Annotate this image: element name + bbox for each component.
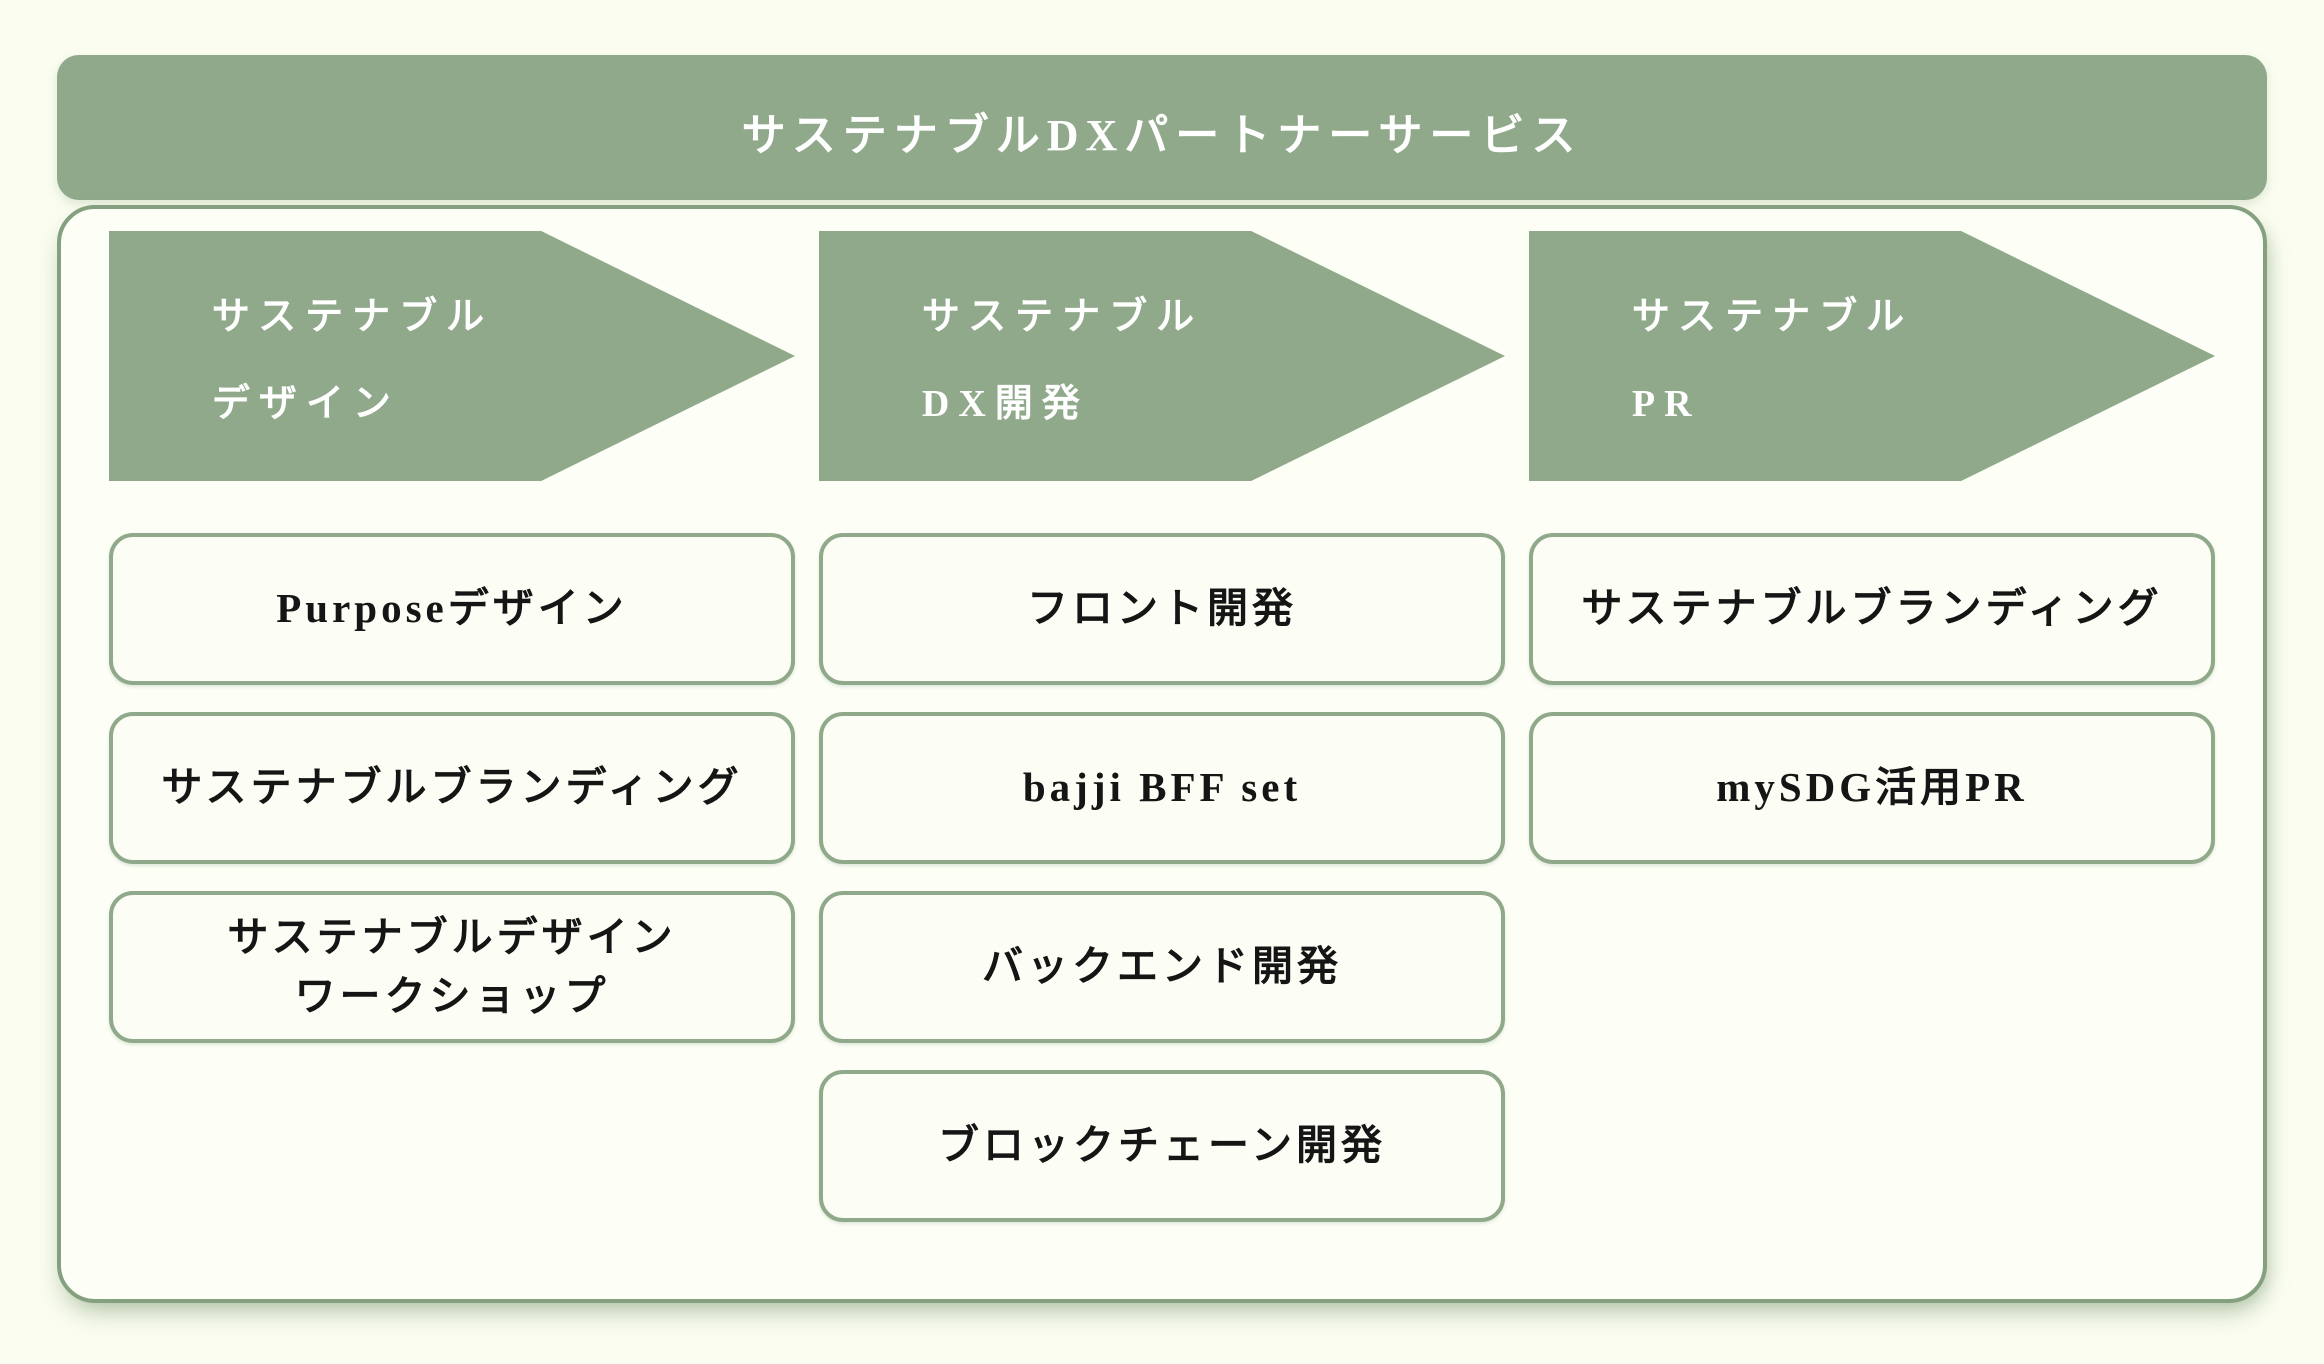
column-sustainable-dx-dev: サステナブル DX開発 フロント開発 bajji BFF set バックエンド開… bbox=[819, 231, 1505, 1249]
arrow-label-line: サステナブル bbox=[211, 295, 494, 338]
service-box-label: mySDG活用PR bbox=[1716, 764, 2028, 811]
column-sustainable-pr: サステナブル PR サステナブルブランディング mySDG活用PR bbox=[1529, 231, 2215, 1249]
arrow-label-line: PR bbox=[1631, 383, 1701, 425]
arrow-label-line: サステナブル bbox=[1631, 295, 1914, 338]
service-box-front-dev: フロント開発 bbox=[819, 533, 1505, 685]
service-box-blockchain-dev: ブロックチェーン開発 bbox=[819, 1070, 1505, 1222]
service-box-label: bajji BFF set bbox=[1022, 764, 1302, 811]
main-panel: サステナブル デザイン Purposeデザイン サステナブルブランディング サス… bbox=[57, 205, 2267, 1303]
arrow-label-line: サステナブル bbox=[921, 295, 1204, 338]
service-box-label: バックエンド開発 bbox=[982, 943, 1342, 990]
service-box-sustainable-branding: サステナブルブランディング bbox=[109, 712, 795, 864]
arrow-sustainable-pr: サステナブル PR bbox=[1529, 231, 2215, 481]
page-title: サステナブルDXパートナーサービス bbox=[741, 110, 1583, 160]
arrow-label: サステナブル DX開発 bbox=[819, 264, 1203, 449]
service-box-purpose-design: Purposeデザイン bbox=[109, 533, 795, 685]
header-banner: サステナブルDXパートナーサービス bbox=[57, 55, 2267, 200]
arrow-sustainable-design: サステナブル デザイン bbox=[109, 231, 795, 481]
service-box-label: ブロックチェーン開発 bbox=[938, 1122, 1386, 1169]
service-box-backend-dev: バックエンド開発 bbox=[819, 891, 1505, 1043]
arrow-label: サステナブル PR bbox=[1529, 264, 1913, 449]
arrow-sustainable-dx-dev: サステナブル DX開発 bbox=[819, 231, 1505, 481]
service-box-label: フロント開発 bbox=[1027, 585, 1297, 632]
service-box-sustainable-branding-pr: サステナブルブランディング bbox=[1529, 533, 2215, 685]
column-sustainable-design: サステナブル デザイン Purposeデザイン サステナブルブランディング サス… bbox=[109, 231, 795, 1249]
arrow-label: サステナブル デザイン bbox=[109, 264, 493, 449]
service-box-mysdg-pr: mySDG活用PR bbox=[1529, 712, 2215, 864]
service-columns: サステナブル デザイン Purposeデザイン サステナブルブランディング サス… bbox=[109, 231, 2215, 1249]
arrow-label-line: DX開発 bbox=[921, 383, 1089, 425]
service-box-sustainable-design-workshop: サステナブルデザイン ワークショップ bbox=[109, 891, 795, 1043]
service-box-label: Purposeデザイン bbox=[276, 585, 628, 632]
arrow-label-line: デザイン bbox=[211, 383, 400, 425]
service-box-bajji-bff-set: bajji BFF set bbox=[819, 712, 1505, 864]
service-box-label: ワークショップ bbox=[294, 973, 610, 1019]
service-box-label: サステナブルブランディング bbox=[1581, 585, 2163, 632]
service-box-label: サステナブルブランディング bbox=[161, 764, 743, 811]
service-box-label: サステナブルデザイン bbox=[227, 913, 677, 960]
